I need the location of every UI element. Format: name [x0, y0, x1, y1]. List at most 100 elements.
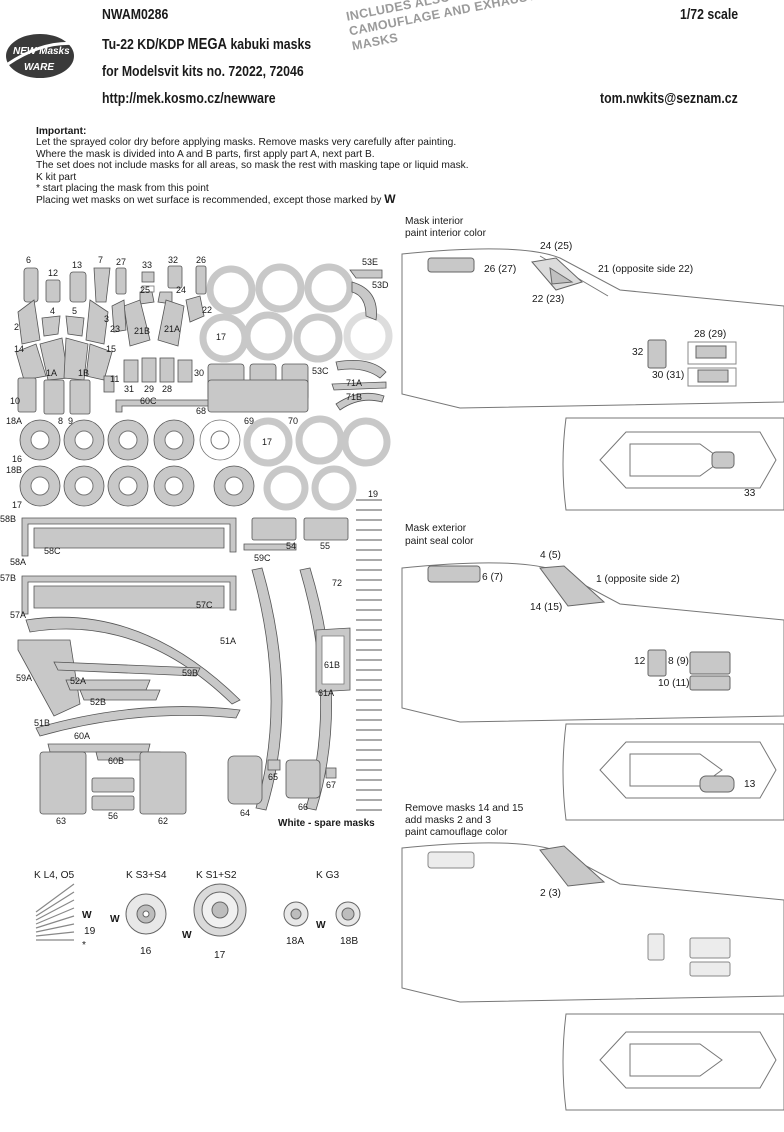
lbl-60C: 60C	[140, 396, 157, 406]
mask-51B	[35, 706, 241, 737]
lbl-10: 10	[10, 396, 21, 406]
wheel-18A-detail	[283, 901, 309, 927]
detail-w-18: W	[316, 920, 326, 931]
lbl-1B: 1B	[78, 368, 90, 378]
detail-lbl-17: 17	[214, 950, 226, 961]
lbl-52A: 52A	[70, 676, 87, 686]
fig1-caption-1: Mask interior	[405, 216, 464, 227]
mask-27	[115, 267, 127, 295]
mask-59C	[243, 543, 297, 551]
mask-21A	[157, 299, 185, 347]
lbl-22: 22	[202, 305, 213, 315]
lbl-69: 69	[244, 416, 255, 426]
lbl-2: 2	[14, 322, 20, 332]
mask-59B	[53, 661, 201, 677]
mask-ring-17g	[243, 417, 293, 467]
mask-56b	[91, 795, 135, 811]
includes-stamp: INCLUDES ALSO WINDOWS INNER SIDE, CAMOUF…	[345, 0, 648, 54]
instruction-line-1: Let the sprayed color dry before applyin…	[36, 137, 457, 149]
detail-w-17: W	[182, 930, 192, 941]
lbl-17-mid: 17	[262, 437, 273, 447]
lbl-17-low: 17	[12, 500, 23, 510]
mask-ring-17f	[293, 313, 343, 363]
instruction-line-5: * start placing the mask from this point	[36, 183, 209, 195]
fig3-label-6: 6 (7)	[482, 572, 503, 583]
lbl-66: 66	[298, 802, 309, 812]
lbl-59A: 59A	[16, 673, 33, 683]
lbl-58A: 58A	[10, 557, 27, 567]
lbl-26: 26	[196, 255, 207, 265]
mask-59A	[17, 639, 81, 717]
lbl-60A: 60A	[74, 731, 91, 741]
fig3-label-10: 10 (11)	[658, 678, 690, 689]
lbl-8: 8	[58, 416, 64, 426]
ring-group	[199, 263, 391, 511]
mask-ring-17a	[206, 265, 256, 315]
lbl-61B: 61B	[324, 660, 341, 670]
mask-26	[195, 265, 207, 295]
mask-63	[39, 751, 87, 815]
instruction-line-3: The set does not include masks for all a…	[36, 160, 469, 172]
product-code: NWAM0286	[102, 6, 169, 23]
mask-ring-17j	[263, 465, 309, 511]
fig5-label-2: 2 (3)	[540, 888, 561, 899]
mask-64	[227, 755, 263, 805]
mask-28	[159, 357, 175, 383]
mask-53C	[335, 359, 387, 379]
lbl-59C: 59C	[254, 553, 271, 563]
logo-text-top: NEW Masks	[13, 46, 70, 57]
mask-12	[45, 279, 61, 303]
lbl-63: 63	[56, 816, 67, 826]
mask-3	[85, 299, 109, 345]
detail-lbl-18B: 18B	[340, 936, 359, 947]
lbl-21A: 21A	[164, 324, 181, 334]
lbl-53C: 53C	[312, 366, 329, 376]
mask-ring-spare	[343, 311, 393, 361]
lbl-24: 24	[176, 285, 187, 295]
instruction-line-6-text: Placing wet masks on wet surface is reco…	[36, 195, 382, 207]
lbl-25: 25	[140, 285, 151, 295]
lbl-5: 5	[72, 306, 78, 316]
lbl-7: 7	[98, 255, 104, 265]
fig1-caption-2: paint interior color	[405, 228, 486, 239]
lbl-60B: 60B	[108, 756, 125, 766]
fig3-panel-10	[689, 675, 731, 691]
fig3-label-14: 14 (15)	[530, 602, 563, 613]
fig3-caption-1: Mask exterior	[405, 523, 467, 534]
lbl-18B: 18B	[6, 465, 23, 475]
mask-71A	[331, 381, 387, 391]
lbl-51B: 51B	[34, 718, 51, 728]
mask-ring-17i	[341, 417, 391, 467]
lbl-53D: 53D	[372, 280, 389, 290]
wheel-17-detail	[193, 883, 247, 937]
fig3-window-12	[647, 649, 667, 677]
lbl-71A: 71A	[346, 378, 363, 388]
mask-2	[17, 299, 41, 345]
mask-68b	[207, 379, 309, 413]
lbl-28: 28	[162, 384, 173, 394]
contact-email[interactable]: tom.nwkits@seznam.cz	[600, 90, 738, 107]
fig1-label-24: 24 (25)	[540, 241, 573, 252]
lbl-31: 31	[124, 384, 135, 394]
logo-text-bottom: WARE	[24, 62, 54, 73]
mask-53D	[351, 281, 377, 321]
title-suffix: kabuki masks	[230, 36, 312, 53]
spare-masks-note: White - spare masks	[278, 818, 375, 829]
lbl-12: 12	[48, 268, 59, 278]
lbl-65: 65	[268, 772, 279, 782]
mask-56a	[91, 777, 135, 793]
detail-w-19: W	[82, 910, 92, 921]
lbl-23: 23	[110, 324, 121, 334]
mask-67	[325, 767, 337, 779]
fig2-topview	[562, 417, 784, 511]
mask-10	[17, 377, 37, 413]
mask-60A	[47, 743, 151, 753]
w-mark: W	[384, 192, 396, 207]
lbl-6: 6	[26, 255, 32, 265]
website-url[interactable]: http://mek.kosmo.cz/newware	[102, 90, 276, 107]
mask-31	[123, 359, 139, 383]
lbl-21B: 21B	[134, 326, 151, 336]
lbl-11: 11	[110, 374, 120, 384]
wheel-18B-detail	[335, 901, 361, 927]
fig1-window-32	[647, 339, 667, 369]
